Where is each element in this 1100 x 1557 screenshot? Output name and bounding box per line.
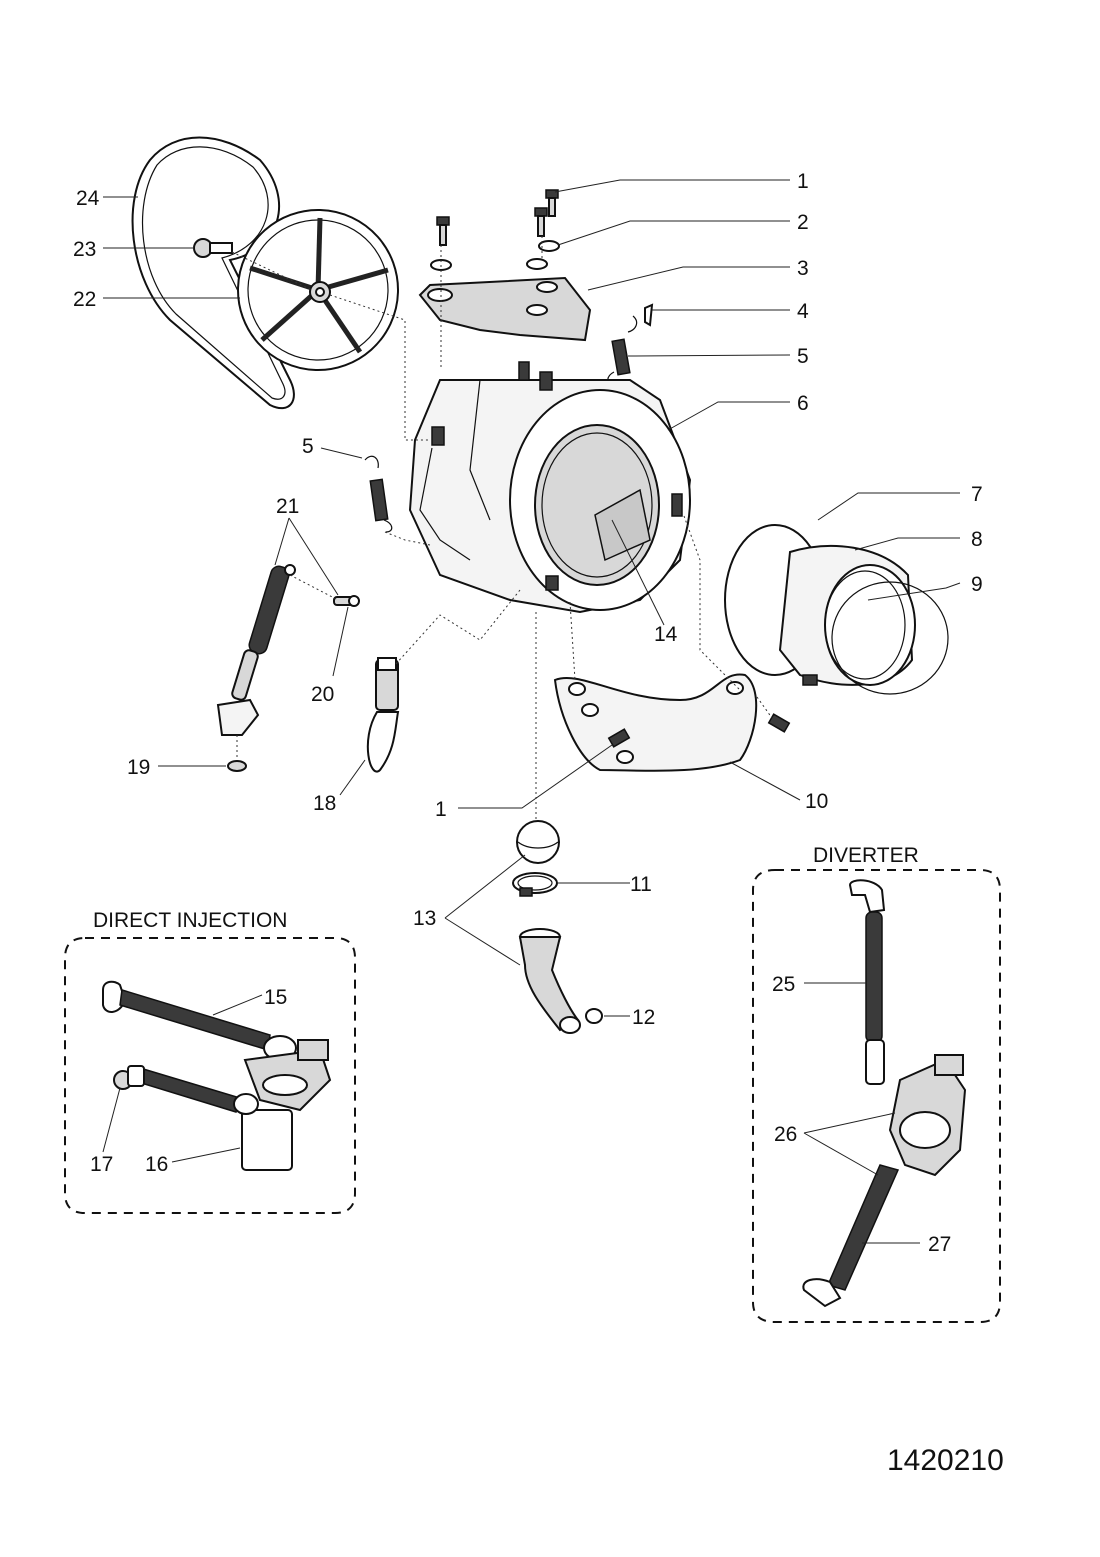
label-23: 23 <box>73 238 96 261</box>
diverter-box <box>752 842 1001 1323</box>
label-9: 9 <box>971 573 983 596</box>
pulley-bolt-part <box>193 238 313 291</box>
direct-injection-title: DIRECT INJECTION <box>93 909 287 932</box>
front-bracket-part <box>553 673 791 772</box>
label-18: 18 <box>313 792 336 815</box>
door-seal-part <box>724 524 949 695</box>
document-id: 1420210 <box>887 1444 1004 1477</box>
label-3: 3 <box>797 257 809 280</box>
drain-pump-part <box>241 1039 332 1171</box>
label-25: 25 <box>772 973 795 996</box>
vent-hose-part <box>366 657 400 773</box>
label-24: 24 <box>76 187 100 210</box>
outer-tub-part <box>408 361 692 614</box>
label-1-top: 1 <box>797 170 809 193</box>
diverter-title: DIVERTER <box>813 844 919 867</box>
left-spring-part <box>364 455 393 533</box>
leader-lines <box>102 179 961 1244</box>
label-21: 21 <box>276 495 299 518</box>
label-20: 20 <box>311 683 334 706</box>
shock-washer-part <box>227 760 247 772</box>
sump-hose-part <box>518 928 581 1034</box>
drain-ball-part <box>516 820 560 864</box>
label-15: 15 <box>264 986 287 1009</box>
diverter-hose-part <box>848 879 886 1085</box>
label-10: 10 <box>805 790 828 813</box>
right-spring-part <box>607 315 638 387</box>
drive-belt-part <box>131 136 295 410</box>
label-8: 8 <box>971 528 983 551</box>
label-6: 6 <box>797 392 809 415</box>
counterweight-part <box>418 276 592 342</box>
label-16: 16 <box>145 1153 168 1176</box>
label-1-bottom: 1 <box>435 798 447 821</box>
spring-clip-part <box>644 303 654 327</box>
shock-absorber-part <box>216 564 296 736</box>
label-11: 11 <box>630 873 652 896</box>
shock-pin-part <box>333 595 360 607</box>
label-13: 13 <box>413 907 436 930</box>
label-12: 12 <box>632 1006 655 1029</box>
label-5-left: 5 <box>302 435 314 458</box>
direct-injection-box <box>64 906 356 1214</box>
alignment-lines <box>236 236 773 820</box>
label-27: 27 <box>928 1233 951 1256</box>
diverter-valve-part <box>888 1054 967 1177</box>
label-17: 17 <box>90 1153 113 1176</box>
pump-inlet-hose-part <box>137 1067 259 1115</box>
label-14: 14 <box>654 623 678 646</box>
label-26: 26 <box>774 1123 797 1146</box>
label-5-right: 5 <box>797 345 809 368</box>
label-2: 2 <box>797 211 809 234</box>
label-4: 4 <box>797 300 809 323</box>
diverter-outlet-hose-part <box>802 1164 900 1308</box>
drum-pulley-part <box>237 209 399 371</box>
label-7: 7 <box>971 483 983 506</box>
part-number-labels: 1 2 3 4 5 6 5 7 8 9 14 21 20 19 18 1 10 … <box>73 170 983 1256</box>
drain-hose-part <box>102 980 297 1061</box>
o-ring-part <box>585 1008 603 1024</box>
label-22: 22 <box>73 288 96 311</box>
label-19: 19 <box>127 756 150 779</box>
top-screws-part <box>430 189 560 271</box>
nozzle-part <box>113 1065 145 1090</box>
hose-clamp-part <box>512 872 558 897</box>
